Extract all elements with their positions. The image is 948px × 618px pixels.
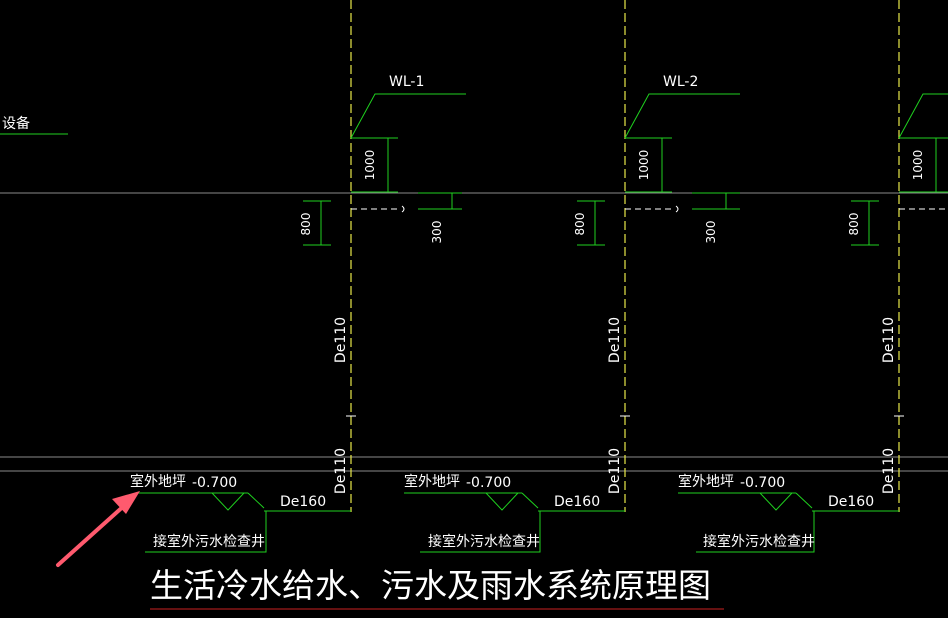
dimension-800	[577, 200, 605, 246]
dim-300-text: 300	[704, 221, 718, 244]
elevation-symbol	[484, 492, 520, 511]
riser-column-3: 1000 800 De110 De110 室外地坪 -0.700 De160 接…	[678, 0, 948, 553]
dimension-1000	[899, 137, 948, 193]
riser-tag: WL-1	[389, 74, 424, 90]
dim-300-text: 300	[430, 221, 444, 244]
dim-1000-text: 1000	[637, 150, 651, 181]
outlet-size: De160	[828, 494, 874, 510]
dimension-800	[851, 200, 879, 246]
ground-label: 室外地坪	[678, 473, 734, 490]
riser-tag: WL-2	[663, 74, 698, 90]
slope-line	[521, 492, 539, 509]
dimension-300	[418, 192, 462, 210]
tag-leader	[624, 93, 740, 139]
slope-line	[247, 492, 265, 509]
manhole-leader	[696, 511, 815, 553]
pipe-size-lower: De110	[881, 448, 897, 494]
dimension-800	[303, 200, 331, 246]
slope-line	[795, 492, 813, 509]
outlet-size: De160	[554, 494, 600, 510]
dim-1000-text: 1000	[911, 150, 925, 181]
annotation-arrow	[56, 491, 140, 567]
equipment-callout: 设备	[0, 115, 68, 135]
pipe-size-upper: De110	[333, 317, 349, 363]
manhole-label: 接室外污水检查井	[153, 533, 265, 550]
equipment-label: 设备	[2, 115, 30, 132]
ground-elevation: -0.700	[466, 475, 511, 491]
ground-elevation: -0.700	[740, 475, 785, 491]
dimension-1000	[351, 137, 398, 193]
pipe-size-lower: De110	[607, 448, 623, 494]
ground-label: 室外地坪	[130, 473, 186, 490]
floor-lines	[0, 192, 948, 472]
manhole-label: 接室外污水检查井	[428, 533, 540, 550]
branch-stub	[351, 205, 405, 213]
pipe-size-upper: De110	[607, 317, 623, 363]
outlet-size: De160	[280, 494, 326, 510]
elevation-symbol	[210, 492, 246, 511]
elevation-symbol	[758, 492, 794, 511]
dim-800-text: 800	[847, 213, 861, 236]
ground-label: 室外地坪	[404, 473, 460, 490]
dim-1000-text: 1000	[363, 150, 377, 181]
drawing-title: 生活冷水给水、污水及雨水系统原理图	[150, 566, 711, 605]
riser-column-1: WL-1 1000 800 300 De110 De110 室外地坪 -0.70…	[130, 0, 466, 553]
manhole-leader	[420, 511, 541, 553]
pipe-size-upper: De110	[881, 317, 897, 363]
tag-leader	[350, 93, 466, 139]
dimension-300	[692, 192, 740, 210]
dim-800-text: 800	[573, 213, 587, 236]
pipe-size-lower: De110	[333, 448, 349, 494]
riser-column-2: WL-2 1000 800 300 De110 De110 室外地坪 -0.70…	[404, 0, 740, 553]
branch-stub	[625, 205, 679, 213]
dimension-1000	[625, 137, 672, 193]
tag-leader	[898, 93, 948, 139]
manhole-leader	[145, 511, 267, 553]
manhole-label: 接室外污水检查井	[703, 533, 815, 550]
ground-elevation: -0.700	[192, 475, 237, 491]
dim-800-text: 800	[299, 213, 313, 236]
